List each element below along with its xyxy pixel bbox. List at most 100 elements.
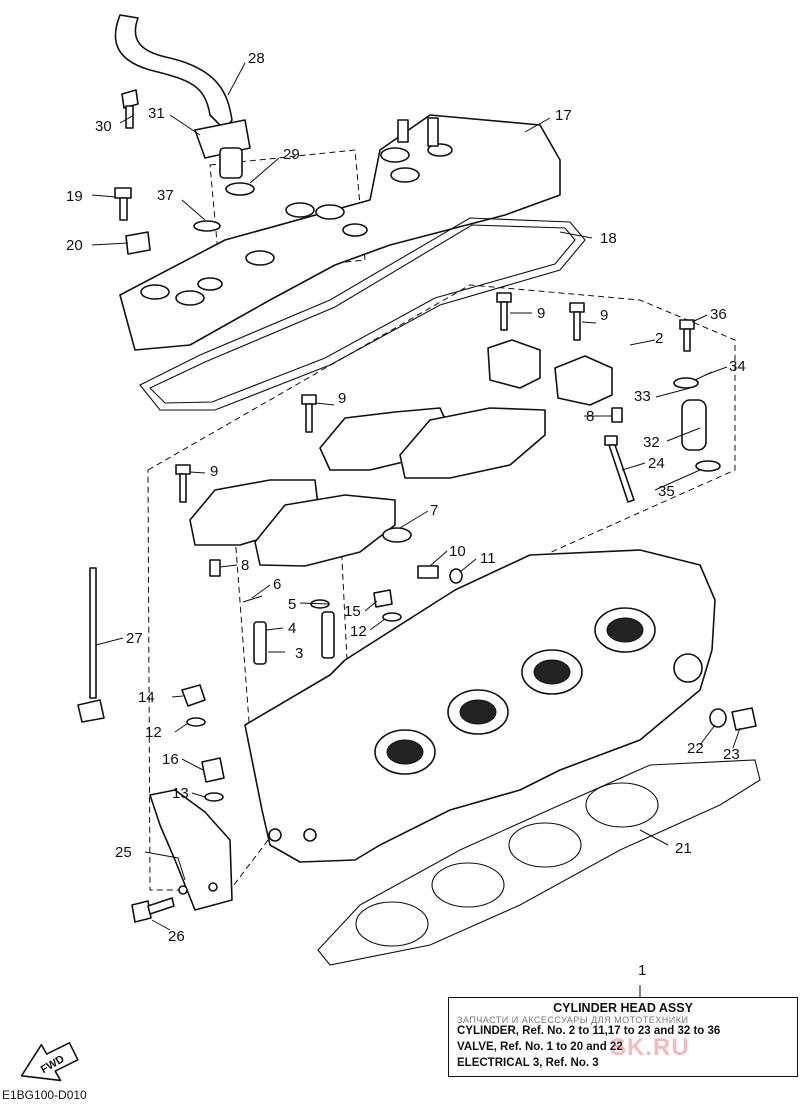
dowel-pin (611, 407, 623, 423)
temperature-sensor-rod (89, 567, 97, 699)
o-ring (225, 182, 255, 196)
callout-label: 27 (126, 630, 143, 647)
hose-joint-pipe (219, 147, 243, 179)
sleeve (681, 399, 707, 451)
callout-label: 8 (241, 557, 249, 574)
callout-label: 16 (162, 751, 179, 768)
camshaft-cap (399, 407, 546, 479)
sensor-port (673, 653, 703, 683)
plug-bolt (731, 707, 757, 731)
nut (373, 589, 393, 608)
bolt-shank (683, 328, 691, 352)
plug-gasket (193, 220, 221, 232)
callout-label: 7 (430, 502, 438, 519)
bracket-hole (178, 885, 188, 895)
callout-label: 31 (148, 105, 165, 122)
washer (186, 717, 206, 727)
callout-label: 34 (729, 358, 746, 375)
pin (242, 595, 263, 603)
stud-bolt-shank (608, 444, 635, 503)
bolt-hole (268, 828, 282, 842)
callout-label: 13 (172, 785, 189, 802)
callout-label: 3 (295, 645, 303, 662)
assembly-legend: CYLINDER HEAD ASSY ЗАПЧАСТИ И АКСЕССУАРЫ… (448, 997, 798, 1077)
washer (673, 377, 699, 389)
bolt-shank (119, 197, 128, 221)
washer (449, 568, 463, 584)
engine-bracket (149, 789, 233, 911)
valve-guide (321, 611, 335, 659)
bolt (114, 187, 132, 199)
legend-line: ELECTRICAL 3, Ref. No. 3 (457, 1057, 599, 1069)
intake-ports (374, 607, 656, 775)
head-cover-gasket (139, 217, 586, 411)
diagram-reference-code: E1BG100-D010 (2, 1088, 87, 1102)
bolt (121, 89, 139, 109)
cover-plug-holes (140, 143, 453, 306)
cover-boss (427, 117, 439, 147)
gasket-bores (355, 782, 659, 947)
bolt (417, 565, 439, 579)
callout-label: 25 (115, 844, 132, 861)
dowel-pin (209, 559, 221, 577)
bolt-shank (573, 311, 581, 341)
bolt (496, 292, 512, 303)
callout-label: 14 (138, 689, 155, 706)
callout-label: 19 (66, 188, 83, 205)
washer (382, 612, 402, 622)
callout-label: 36 (710, 306, 727, 323)
callout-label: 11 (480, 550, 496, 567)
cap-nut (201, 757, 225, 783)
callout-label: 1 (638, 962, 646, 979)
callout-label: 9 (338, 390, 346, 407)
callout-label: 35 (658, 483, 675, 500)
bolt-shank (500, 301, 508, 331)
bolt (679, 319, 695, 330)
callout-label: 4 (288, 620, 296, 637)
callout-label: 9 (537, 305, 545, 322)
cylinder-head-cover (119, 114, 561, 351)
dashed-group-outline (147, 284, 736, 891)
plug (382, 527, 412, 543)
temperature-sensor (77, 699, 105, 723)
legend-subtitle: ЗАПЧАСТИ И АКСЕССУАРЫ ДЛЯ МОТОТЕХНИКИ (457, 1015, 689, 1025)
callout-label: 33 (634, 388, 651, 405)
washer (709, 708, 727, 728)
bolt (301, 394, 317, 405)
bolt-shank (305, 403, 313, 433)
nut (181, 684, 206, 707)
cylinder-head-gasket (317, 759, 761, 966)
legend-title: CYLINDER HEAD ASSY (553, 1001, 693, 1015)
callout-label: 24 (648, 455, 665, 472)
camshaft-cap (254, 494, 396, 567)
callout-label: 17 (555, 107, 572, 124)
callout-label: 6 (273, 576, 281, 593)
callout-label: 18 (600, 230, 617, 247)
bolt (175, 464, 191, 475)
callout-label: 9 (600, 307, 608, 324)
grommet (125, 231, 151, 255)
callout-label: 15 (344, 603, 361, 620)
leader-lines (91, 62, 741, 997)
o-ring (695, 460, 721, 472)
bolt-shank (147, 897, 175, 915)
callout-label: 32 (643, 434, 660, 451)
callout-label: 8 (586, 408, 594, 425)
callout-label: 12 (350, 623, 367, 640)
callout-labels: 1 2 3 4 5 6 7 8 8 9 9 9 9 10 11 12 12 13… (66, 50, 746, 979)
callout-label: 37 (157, 187, 174, 204)
camshaft-cap-small (554, 355, 613, 406)
callout-label: 22 (687, 740, 704, 757)
callout-label: 21 (675, 840, 692, 857)
camshaft-cap-small (487, 339, 541, 389)
callout-label: 30 (95, 118, 112, 135)
washer (204, 792, 224, 802)
valve-guide (253, 621, 267, 665)
callout-label: 20 (66, 237, 83, 254)
callout-label: 23 (723, 746, 740, 763)
head-cover-gasket-inner (149, 224, 576, 404)
callout-label: 29 (283, 146, 300, 163)
cover-boss (397, 119, 409, 143)
bolt-shank (179, 473, 187, 503)
